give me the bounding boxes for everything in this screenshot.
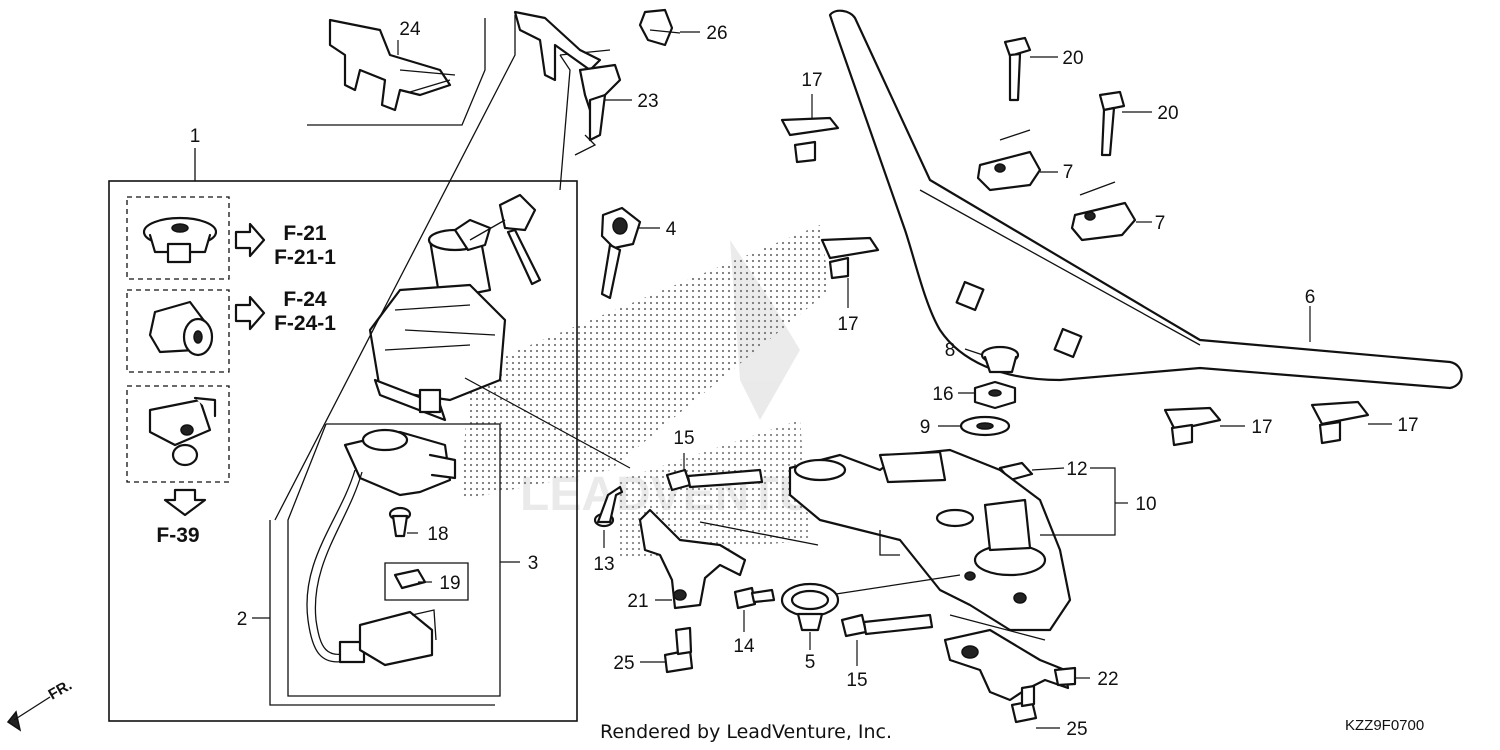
holder-7-lower (1070, 181, 1137, 242)
callout-16: 16 (932, 384, 953, 405)
bolt-25-left (663, 626, 694, 674)
callout-6: 6 (1305, 287, 1316, 308)
leader-lines (252, 31, 1392, 729)
ref-arrow-f21 (234, 222, 266, 258)
bolt-15-lower (840, 613, 934, 638)
callout-8: 8 (945, 340, 956, 361)
callout-12: 12 (1066, 459, 1087, 480)
ref-f24-1: F-24-1 (274, 312, 336, 335)
bolt-20-lower (1098, 90, 1126, 157)
bolt-25-right (1010, 684, 1038, 724)
callout-21: 21 (627, 591, 648, 612)
callout-17-a: 17 (801, 70, 822, 91)
stipple-hatch (460, 225, 830, 560)
bolt-15-upper (665, 468, 764, 492)
screw-18 (388, 506, 412, 538)
callout-7-upper: 7 (1063, 162, 1074, 183)
switch-subbox-2 (269, 423, 501, 706)
bolt-20-upper (1003, 36, 1032, 102)
ref-f24: F-24 (283, 288, 327, 311)
callout-14: 14 (733, 636, 755, 657)
figure-refs: F-21 F-21-1 F-24 F-24-1 F-39 (156, 222, 336, 547)
holder-7-upper (976, 129, 1042, 192)
kit-box-1 (108, 148, 578, 722)
key-4 (600, 206, 642, 300)
ref-arrow-f24 (234, 295, 266, 331)
band-17-a (780, 116, 840, 164)
callout-24: 24 (399, 19, 421, 40)
callout-25-left: 25 (613, 653, 634, 674)
inset-bracket-24 (307, 18, 486, 126)
switch-harness (306, 428, 457, 667)
front-marker: FR. (6, 677, 75, 732)
footer-credit: Rendered by LeadVenture, Inc. (600, 721, 892, 743)
bolt-14 (733, 586, 776, 610)
bracket-22 (943, 614, 1077, 702)
callout-9: 9 (920, 417, 931, 438)
screw-13 (593, 485, 624, 528)
helmet-lock (148, 396, 217, 467)
ref-f21-1: F-21-1 (274, 246, 336, 269)
seat-lock-cylinder (148, 300, 214, 357)
bracket-21 (638, 508, 819, 610)
ref-f21: F-21 (283, 222, 327, 245)
handlebar-6 (828, 9, 1463, 390)
callout-22: 22 (1097, 669, 1118, 690)
callout-17-d: 17 (1397, 415, 1418, 436)
band-17-d (1310, 400, 1370, 445)
callout-15-upper: 15 (673, 428, 694, 449)
callout-18: 18 (427, 524, 448, 545)
ref-f39: F-39 (156, 524, 199, 547)
top-bridge-10 (788, 448, 1072, 632)
callout-25-right: 25 (1066, 719, 1087, 740)
fuel-cap-cylinder (142, 216, 218, 264)
callout-26: 26 (706, 23, 727, 44)
ignition-switch (368, 228, 507, 422)
front-marker-label: FR. (46, 677, 75, 704)
callout-2: 2 (237, 609, 248, 630)
callout-19: 19 (439, 573, 460, 594)
callout-23: 23 (637, 91, 658, 112)
band-17-c (1163, 406, 1222, 447)
washer-9 (959, 415, 1011, 437)
ref-arrow-f39 (163, 488, 207, 517)
callout-3: 3 (528, 553, 539, 574)
cap-8 (980, 345, 1020, 374)
callout-labels: 1 2 3 4 5 6 7 7 8 9 10 12 13 14 15 15 16… (190, 19, 1419, 740)
callout-4: 4 (666, 219, 677, 240)
leader-wire (464, 377, 631, 469)
clip-26 (638, 8, 681, 47)
clamp-5 (780, 574, 961, 632)
ignition-keys (453, 193, 542, 286)
nut-16 (973, 380, 1017, 410)
callout-20-lower: 20 (1157, 103, 1178, 124)
callout-17-c: 17 (1251, 417, 1272, 438)
band-17-b (820, 236, 880, 280)
diagram-code: KZZ9F0700 (1345, 717, 1424, 734)
callout-1: 1 (190, 126, 201, 147)
callout-15-lower: 15 (846, 670, 867, 691)
callout-20-upper: 20 (1062, 48, 1083, 69)
callout-7-lower: 7 (1155, 213, 1166, 234)
callout-17-b: 17 (837, 314, 858, 335)
callout-5: 5 (805, 652, 816, 673)
callout-10: 10 (1135, 494, 1156, 515)
bracket-23 (513, 10, 622, 156)
callout-13: 13 (593, 554, 614, 575)
